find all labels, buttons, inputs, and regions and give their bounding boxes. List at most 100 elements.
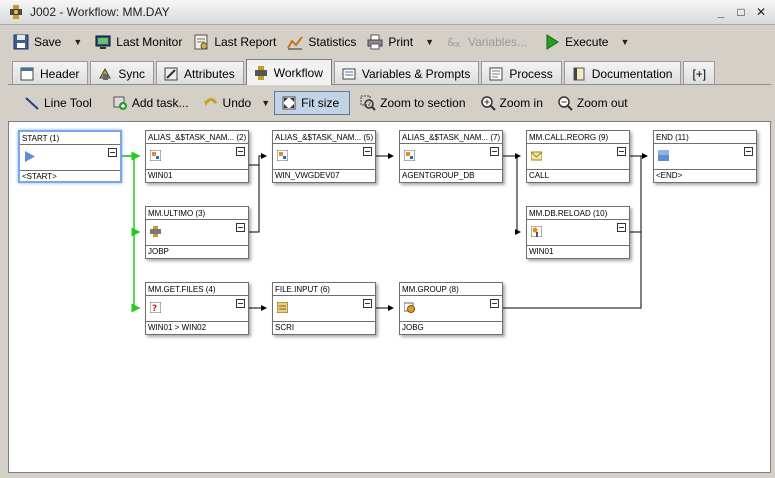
job-windows-icon bbox=[403, 149, 416, 162]
add-task-label: Add task... bbox=[131, 96, 189, 110]
collapse-toggle[interactable] bbox=[744, 147, 753, 156]
undo-button[interactable]: Undo bbox=[199, 91, 256, 115]
workflow-node-2[interactable]: ALIAS_&$TASK_NAM... (2) WIN01 bbox=[145, 130, 249, 183]
workflow-node-8[interactable]: MM.GROUP (8) JOBG bbox=[399, 282, 503, 335]
zoom-in-icon bbox=[480, 95, 496, 111]
line-tool-button[interactable]: Line Tool bbox=[20, 91, 96, 115]
svg-text:x: x bbox=[455, 40, 461, 50]
undo-dropdown-arrow[interactable]: ▼ bbox=[261, 98, 271, 108]
workflow-node-6[interactable]: FILE.INPUT (6) SCRI bbox=[272, 282, 376, 335]
collapse-toggle[interactable] bbox=[617, 223, 626, 232]
tab-header[interactable]: Header bbox=[12, 61, 89, 85]
last-report-label: Last Report bbox=[214, 34, 277, 49]
job-windows-icon bbox=[276, 149, 289, 162]
tab-variables-prompts[interactable]: Variables & Prompts bbox=[333, 61, 480, 85]
variables-prompts-icon bbox=[341, 66, 357, 82]
workflow-node-10[interactable]: MM.DB.RELOAD (10) WIN01 bbox=[526, 206, 630, 259]
zoom-in-label: Zoom in bbox=[499, 96, 543, 110]
line-tool-label: Line Tool bbox=[44, 96, 92, 110]
collapse-toggle[interactable] bbox=[236, 223, 245, 232]
node-type: WIN01 bbox=[527, 245, 629, 258]
zoom-out-icon bbox=[557, 95, 573, 111]
zoom-to-section-label: Zoom to section bbox=[380, 96, 466, 110]
svg-text:?: ? bbox=[152, 304, 157, 313]
add-task-button[interactable]: Add task... bbox=[108, 91, 193, 115]
zoom-in-button[interactable]: Zoom in bbox=[476, 91, 547, 115]
fit-size-label: Fit size bbox=[301, 96, 340, 110]
node-title: ALIAS_&$TASK_NAM... (2) bbox=[146, 133, 248, 144]
execute-dropdown-arrow[interactable]: ▼ bbox=[620, 36, 630, 47]
job-windows-icon bbox=[149, 149, 162, 162]
tab-header-label: Header bbox=[40, 66, 80, 81]
call-envelope-icon bbox=[530, 150, 543, 161]
workflow-node-3[interactable]: MM.ULTIMO (3) JOBP bbox=[145, 206, 249, 259]
node-type: JOBP bbox=[146, 245, 248, 258]
collapse-toggle[interactable] bbox=[236, 299, 245, 308]
link-2-to-5 bbox=[249, 153, 267, 166]
execute-button[interactable]: Execute bbox=[539, 30, 612, 54]
tab-sync-label: Sync bbox=[118, 66, 146, 81]
collapse-toggle[interactable] bbox=[363, 147, 372, 156]
job-group-icon bbox=[403, 302, 415, 313]
zoom-out-button[interactable]: Zoom out bbox=[553, 91, 632, 115]
save-button[interactable]: Save bbox=[8, 30, 65, 54]
tab-add[interactable]: [+] bbox=[683, 61, 716, 85]
tab-documentation[interactable]: Documentation bbox=[563, 61, 682, 85]
print-dropdown-arrow[interactable]: ▼ bbox=[425, 36, 434, 47]
zoom-to-section-button[interactable]: Zoom to section bbox=[356, 91, 469, 115]
print-label: Print bbox=[388, 34, 414, 49]
node-title: MM.GROUP (8) bbox=[400, 283, 502, 296]
tab-attributes[interactable]: Attributes bbox=[156, 61, 244, 85]
last-monitor-label: Last Monitor bbox=[116, 34, 183, 49]
tab-workflow[interactable]: Workflow bbox=[245, 59, 332, 85]
tab-attributes-label: Attributes bbox=[184, 66, 235, 81]
zoom-section-icon bbox=[360, 95, 376, 111]
zoom-out-label: Zoom out bbox=[576, 96, 628, 110]
tab-process[interactable]: Process bbox=[481, 61, 562, 85]
collapse-toggle[interactable] bbox=[490, 147, 499, 156]
collapse-toggle[interactable] bbox=[617, 147, 626, 156]
workflow-icon bbox=[253, 65, 269, 81]
workflow-canvas[interactable]: START (1) <START> ALIAS_&$TASK_NAM... (2… bbox=[8, 121, 771, 473]
close-button[interactable]: ✕ bbox=[755, 5, 767, 19]
node-title: MM.GET.FILES (4) bbox=[146, 283, 248, 296]
workflow-node-9[interactable]: MM.CALL.REORG (9) CALL bbox=[526, 130, 630, 183]
workflow-node-7[interactable]: ALIAS_&$TASK_NAM... (7) AGENTGROUP_DB bbox=[399, 130, 503, 183]
report-icon bbox=[192, 33, 210, 51]
variables-button[interactable]: &x Variables... bbox=[442, 30, 531, 54]
node-title: MM.ULTIMO (3) bbox=[146, 207, 248, 220]
node-title: MM.CALL.REORG (9) bbox=[527, 131, 629, 144]
tab-bar: Header Sync Attributes Workflow Variable… bbox=[12, 59, 717, 85]
process-icon bbox=[488, 66, 504, 82]
execute-label: Execute bbox=[565, 34, 609, 49]
floppy-disk-icon bbox=[12, 33, 30, 51]
last-report-button[interactable]: Last Report bbox=[188, 30, 280, 54]
maximize-button[interactable]: □ bbox=[737, 5, 745, 19]
collapse-toggle[interactable] bbox=[236, 147, 245, 156]
script-icon bbox=[276, 301, 289, 314]
collapse-toggle[interactable] bbox=[108, 148, 117, 157]
line-tool-icon bbox=[24, 95, 40, 111]
node-type: JOBG bbox=[400, 321, 502, 334]
fit-size-button[interactable]: Fit size bbox=[274, 91, 351, 115]
workflow-node-end[interactable]: END (11) <END> bbox=[653, 130, 757, 183]
collapse-toggle[interactable] bbox=[363, 299, 372, 308]
workflow-node-start[interactable]: START (1) <START> bbox=[18, 130, 122, 183]
monitor-icon bbox=[94, 33, 112, 51]
undo-icon bbox=[203, 95, 219, 111]
node-title: FILE.INPUT (6) bbox=[273, 283, 375, 296]
last-monitor-button[interactable]: Last Monitor bbox=[90, 30, 186, 54]
attributes-icon bbox=[163, 66, 179, 82]
collapse-toggle[interactable] bbox=[490, 299, 499, 308]
app-icon bbox=[8, 4, 24, 20]
workflow-node-4[interactable]: MM.GET.FILES (4) ? WIN01 > WIN02 bbox=[145, 282, 249, 335]
minimize-button[interactable]: _ bbox=[717, 5, 725, 19]
save-dropdown-arrow[interactable]: ▼ bbox=[73, 36, 83, 47]
variables-icon: &x bbox=[446, 33, 464, 51]
print-button[interactable]: Print bbox=[362, 30, 417, 54]
tab-sync[interactable]: Sync bbox=[90, 61, 155, 85]
node-type: <START> bbox=[20, 170, 120, 183]
workflow-node-5[interactable]: ALIAS_&$TASK_NAM... (5) WIN_VWGDEV07 bbox=[272, 130, 376, 183]
statistics-button[interactable]: Statistics bbox=[282, 30, 360, 54]
node-type: WIN01 bbox=[146, 169, 248, 182]
